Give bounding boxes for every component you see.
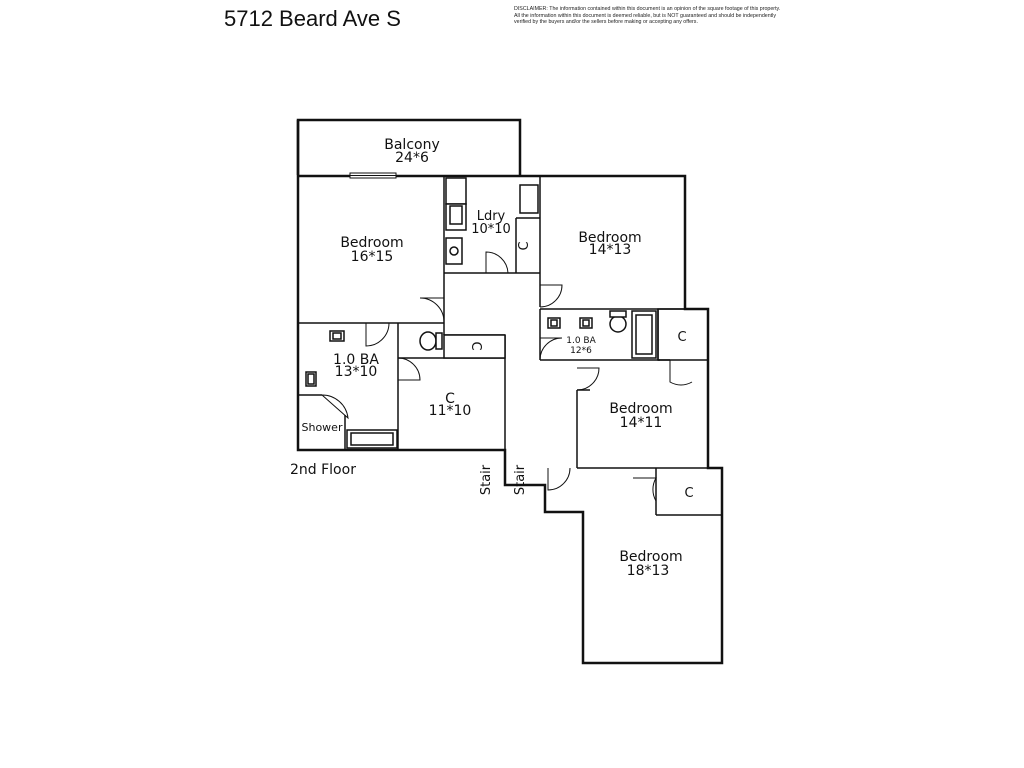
bedroom2-dims: 14*13: [589, 242, 632, 258]
door-bath1-b: [397, 357, 421, 381]
bedroom3-name: Bedroom: [609, 401, 672, 417]
closet-c3: [657, 308, 709, 361]
floor-label: 2nd Floor: [290, 462, 356, 478]
bath1-sink-a: [329, 330, 345, 342]
hall-closet: [443, 334, 506, 359]
disclaimer-line-3: verified by the buyers and/or the seller…: [514, 19, 698, 26]
bath1-sink-b: [305, 371, 317, 387]
ldry-sink: [445, 237, 463, 265]
washer: [445, 177, 467, 205]
bath1-dims: 13*10: [335, 364, 378, 380]
bedroom4-name: Bedroom: [619, 549, 682, 565]
door-swings: [321, 251, 693, 502]
bath2-sink-b: [579, 317, 593, 329]
bedroom2-name: Bedroom: [578, 230, 641, 246]
bedroom4-dims: 18*13: [627, 563, 670, 579]
bath1-tub: [346, 429, 398, 449]
bedroom3-dims: 14*11: [620, 415, 663, 431]
door-bed4: [547, 467, 571, 491]
bedroom1-dims: 16*15: [351, 249, 394, 265]
laundry-dims: 10*10: [471, 222, 511, 237]
door-bath1: [365, 322, 390, 347]
door-bath2: [539, 337, 563, 361]
disclaimer: DISCLAIMER: The information contained wi…: [514, 6, 814, 26]
door-ldry: [485, 251, 509, 274]
disclaimer-line-2: All the information within this document…: [514, 12, 776, 19]
closet-main-dims: 11*10: [429, 403, 472, 419]
door-bed2: [539, 284, 563, 308]
door-bed3: [576, 367, 600, 391]
stair-label-left: Stair: [479, 464, 494, 495]
room-labels: Balcony 24*6 Bedroom 16*15 Ldry 10*10 Be…: [302, 137, 694, 579]
fixtures: [305, 177, 709, 449]
sliding-door: [349, 172, 397, 179]
bath2-name: 1.0 BA: [566, 336, 596, 346]
bath2-dims: 12*6: [570, 346, 592, 356]
disclaimer-line-1: DISCLAIMER: The information contained wi…: [514, 6, 781, 12]
bath1-toilet: [419, 331, 437, 351]
door-c3: [669, 360, 693, 386]
bath2-sink-a: [547, 317, 561, 329]
dryer: [445, 203, 467, 231]
bath2-toilet: [609, 315, 627, 333]
closet-label-c4: C: [684, 486, 693, 501]
laundry-name: Ldry: [477, 209, 506, 224]
shower-label: Shower: [302, 421, 343, 434]
bedroom1-name: Bedroom: [340, 235, 403, 251]
closet-label-hall: C: [468, 341, 483, 350]
door-c4: [633, 477, 657, 502]
ldry-shelf: [519, 184, 539, 214]
door-shower: [321, 394, 349, 420]
closet-main-name: C: [445, 391, 455, 407]
door-bed1: [419, 297, 445, 323]
bath1-name: 1.0 BA: [333, 352, 379, 368]
closet-label-c3: C: [677, 330, 686, 345]
balcony-name: Balcony: [384, 137, 440, 153]
outer-wall: [296, 120, 724, 665]
exterior-walls: [296, 118, 724, 665]
page-title: 5712 Beard Ave S: [224, 6, 401, 31]
stair-label-right: Stair: [513, 464, 528, 495]
balcony-dims: 24*6: [395, 150, 429, 166]
closet-label-ldry: C: [517, 241, 532, 250]
